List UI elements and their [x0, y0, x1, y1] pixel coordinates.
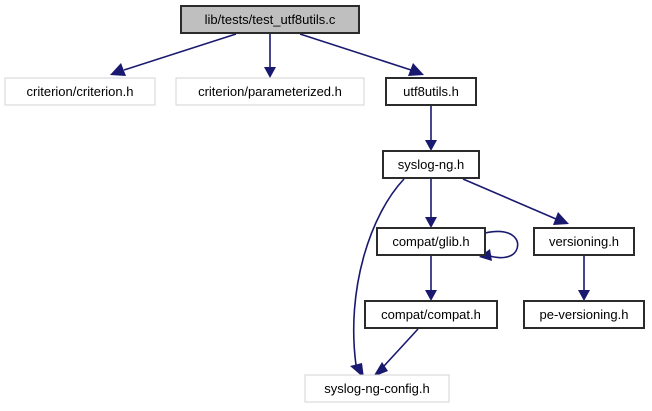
- node-compat-glib-h[interactable]: compat/glib.h: [376, 227, 486, 256]
- edges-layer: [110, 33, 590, 378]
- edge-syslogng-to-config: [350, 178, 405, 378]
- nodes-layer: lib/tests/test_utf8utils.c criterion/cri…: [4, 5, 645, 403]
- node-utf8utils-h[interactable]: utf8utils.h: [385, 77, 477, 106]
- node-label: criterion/criterion.h: [27, 84, 134, 99]
- edge-utf8utils-to-syslogng: [425, 106, 437, 151]
- edge-versioning-to-peversioning: [578, 256, 590, 301]
- edge-root-to-criterion: [110, 33, 237, 76]
- node-versioning-h[interactable]: versioning.h: [533, 227, 635, 256]
- node-compat-compat-h[interactable]: compat/compat.h: [364, 300, 498, 329]
- node-label: syslog-ng-config.h: [324, 381, 430, 396]
- node-label: versioning.h: [549, 234, 619, 249]
- node-label: compat/compat.h: [381, 307, 481, 322]
- edge-syslogng-to-glib: [425, 179, 437, 228]
- node-criterion-criterion-h[interactable]: criterion/criterion.h: [4, 77, 156, 106]
- edge-compat-to-config: [373, 328, 419, 377]
- node-criterion-parameterized-h[interactable]: criterion/parameterized.h: [175, 77, 365, 106]
- node-label: pe-versioning.h: [540, 307, 629, 322]
- node-label: compat/glib.h: [392, 234, 469, 249]
- edge-syslogng-to-versioning: [462, 178, 569, 225]
- node-pe-versioning-h[interactable]: pe-versioning.h: [523, 300, 645, 329]
- edge-glib-to-compat: [425, 256, 437, 301]
- edge-root-to-parameterized: [264, 34, 276, 78]
- node-label: utf8utils.h: [403, 84, 459, 99]
- node-syslog-ng-h[interactable]: syslog-ng.h: [382, 150, 480, 179]
- node-label: syslog-ng.h: [398, 157, 464, 172]
- node-syslog-ng-config-h[interactable]: syslog-ng-config.h: [304, 374, 450, 403]
- edge-root-to-utf8utils: [299, 33, 424, 76]
- node-lib-tests-test-utf8utils-c[interactable]: lib/tests/test_utf8utils.c: [180, 5, 360, 34]
- node-label: criterion/parameterized.h: [198, 84, 342, 99]
- node-label: lib/tests/test_utf8utils.c: [205, 12, 336, 27]
